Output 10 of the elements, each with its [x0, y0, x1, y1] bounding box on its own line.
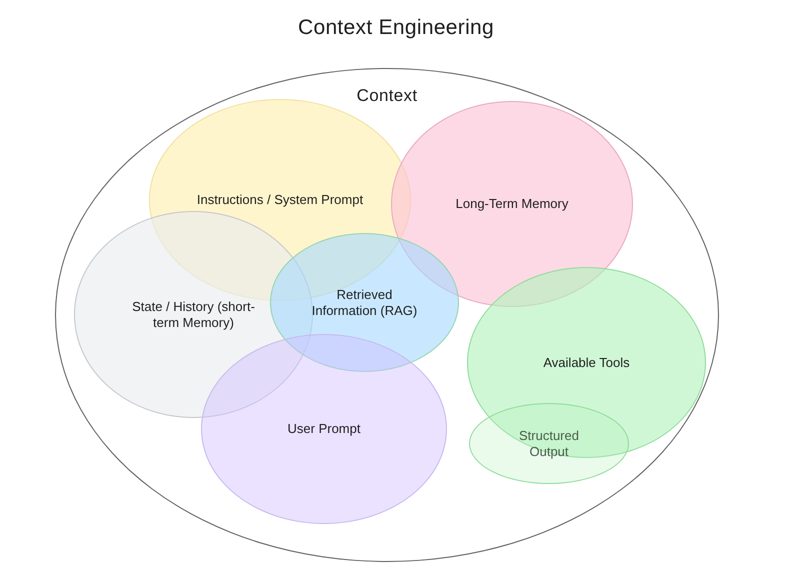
diagram-title: Context Engineering	[297, 16, 495, 40]
ellipse-label: Structured Output	[518, 428, 580, 460]
ellipse-label: Retrieved Information (RAG)	[310, 286, 418, 318]
ellipse-label: Available Tools	[543, 354, 630, 370]
ellipse-label: User Prompt	[288, 421, 360, 437]
ellipse-heading: Context	[356, 86, 418, 106]
ellipse-label: Instructions / System Prompt	[196, 192, 364, 208]
ellipse-label: Long-Term Memory	[456, 196, 568, 212]
ellipse-label: State / History (short-term Memory)	[131, 298, 256, 330]
context-ellipse	[55, 68, 719, 562]
